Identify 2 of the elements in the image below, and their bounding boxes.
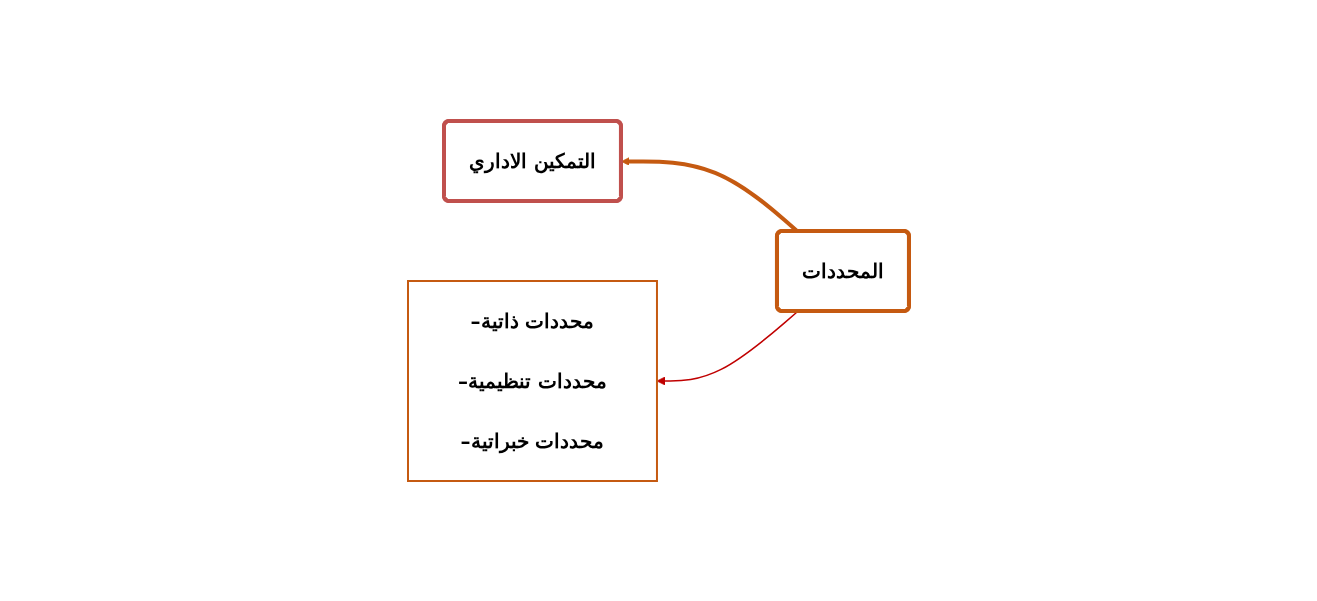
arrow xyxy=(656,310,799,385)
node-box: –محددات ذاتية –محددات تنظيمية –محددات خبراتية xyxy=(407,279,658,482)
